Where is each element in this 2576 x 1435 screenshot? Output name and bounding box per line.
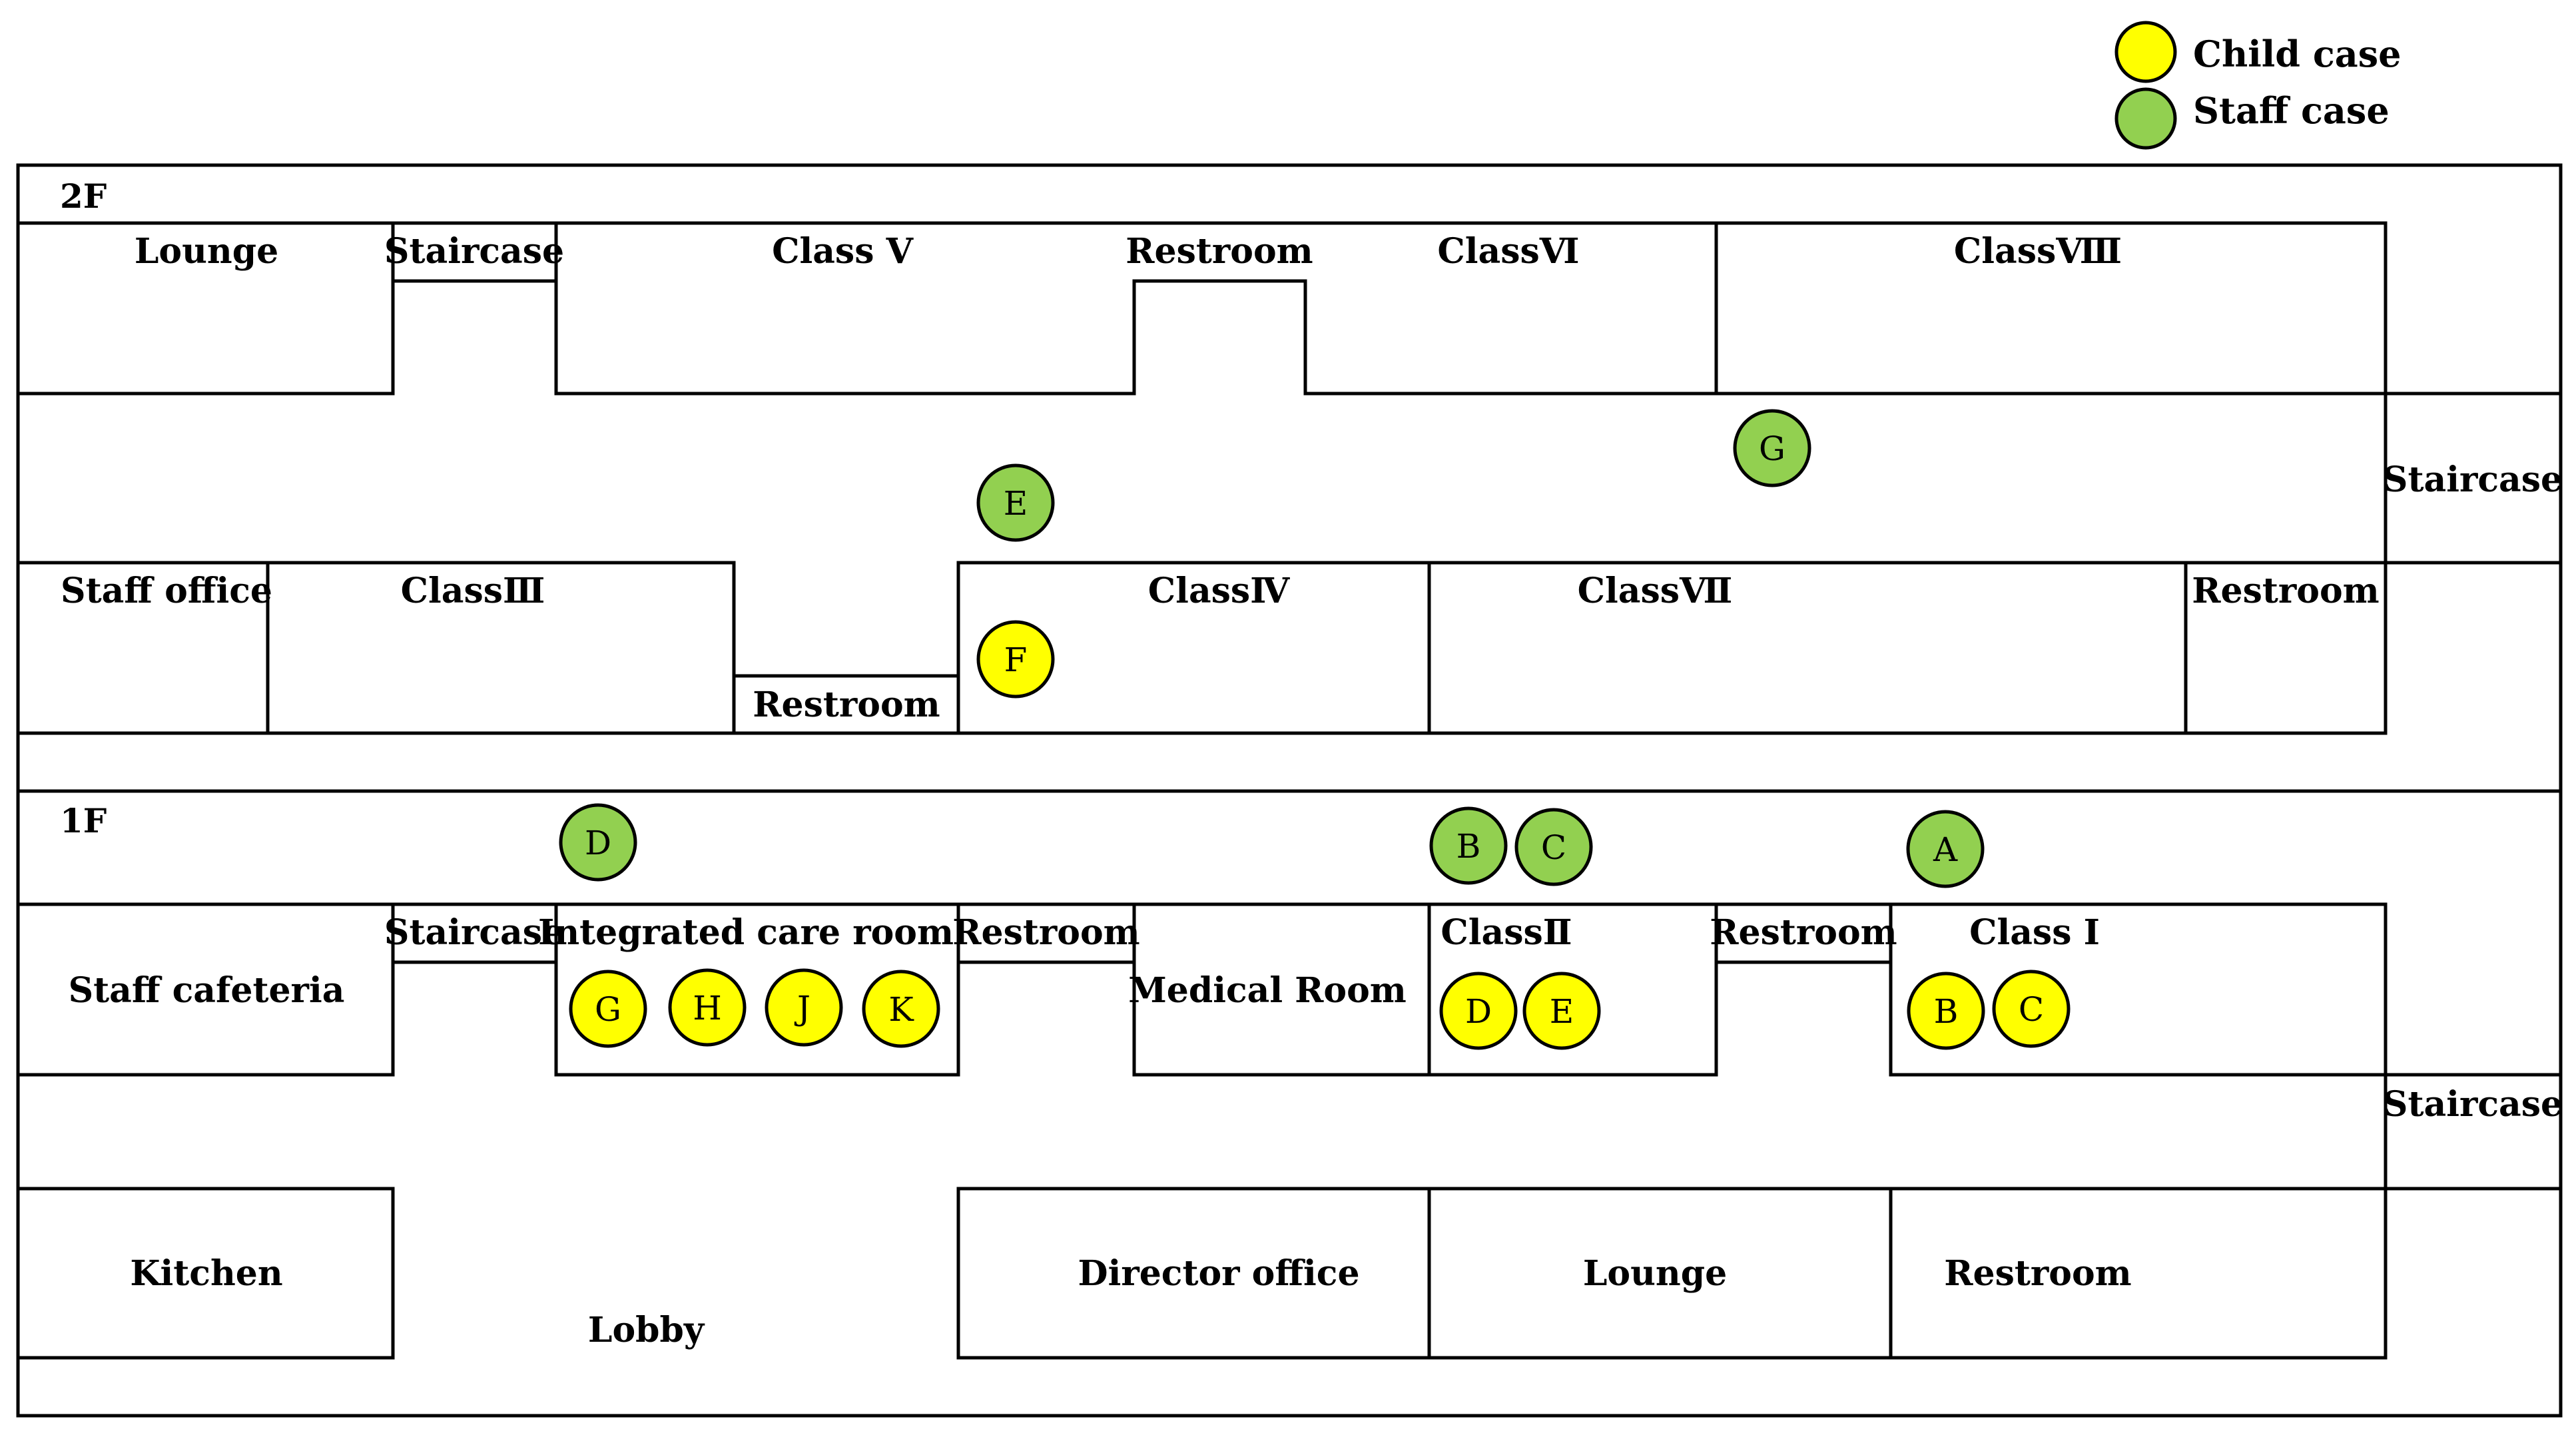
child-case-marker: D [1439, 972, 1518, 1050]
svg-text:C: C [2019, 990, 2044, 1029]
svg-text:B: B [1934, 992, 1959, 1031]
child-case-marker: C [1992, 970, 2071, 1048]
child-case-marker: B [1907, 972, 1985, 1050]
staff-case-marker: B [1429, 806, 1508, 885]
label-1f-kitchen: Kitchen [130, 1253, 282, 1294]
label-1f-restroom-c: Restroom [1944, 1253, 2131, 1294]
svg-text:C: C [1541, 828, 1566, 867]
label-1f-lounge: Lounge [1583, 1253, 1727, 1294]
label-2f-staircase-right: Staircase [2383, 459, 2563, 500]
legend-staff-label: Staff case [2193, 89, 2390, 132]
svg-text:E: E [1004, 484, 1028, 523]
label-2f-staff-office: Staff office [61, 571, 272, 611]
staff-case-marker: E [976, 463, 1055, 542]
label-2f-class7: ClassⅦ [1578, 571, 1733, 611]
label-2f-class3: ClassⅢ [401, 571, 545, 611]
legend-staff-swatch [2114, 87, 2177, 150]
label-1f-restroom-a: Restroom [952, 912, 1139, 953]
svg-text:E: E [1550, 992, 1574, 1031]
floor-1-outline [16, 789, 2563, 1418]
label-2f-staircase-top: Staircase [384, 231, 564, 272]
room-1f-staff-cafeteria [16, 902, 395, 1077]
label-1f-staircase-left: Staircase [384, 912, 564, 953]
label-1f-class2: ClassⅡ [1441, 912, 1572, 953]
label-1f-integrated-care: Integrated care room [538, 912, 954, 953]
legend-child-swatch [2114, 21, 2177, 83]
room-1f-class1 [1889, 902, 2388, 1077]
label-2f-class6: ClassⅥ [1437, 231, 1579, 272]
label-2f-restroom-top: Restroom [1126, 231, 1313, 272]
room-2f-lounge [16, 221, 395, 396]
staff-case-marker: A [1906, 810, 1985, 888]
label-1f-staff-cafeteria: Staff cafeteria [69, 970, 345, 1011]
child-case-marker: K [862, 970, 940, 1048]
room-1f-kitchen [16, 1187, 395, 1360]
svg-text:G: G [1759, 430, 1785, 468]
room-1f-integrated-care [554, 902, 960, 1077]
label-1f-director-office: Director office [1078, 1253, 1359, 1294]
legend: Child case Staff case [2114, 21, 2401, 150]
label-2f-restroom-right: Restroom [2192, 571, 2379, 611]
svg-text:B: B [1456, 827, 1481, 866]
svg-text:D: D [585, 824, 611, 862]
room-2f-class7 [1427, 561, 2188, 735]
label-1f-class1: Class Ⅰ [1969, 912, 2100, 953]
room-1f-restroom-c [1889, 1187, 2388, 1360]
room-1f-class2 [1427, 902, 1718, 1077]
staff-case-marker: D [559, 803, 637, 882]
label-1f-lobby: Lobby [588, 1310, 705, 1350]
svg-text:D: D [1465, 992, 1492, 1031]
svg-text:G: G [595, 990, 621, 1029]
staff-case-marker: G [1733, 409, 1811, 487]
staff-case-marker: C [1514, 808, 1593, 886]
label-1f-staircase-right: Staircase [2383, 1084, 2563, 1125]
label-1f-medical-room: Medical Room [1128, 970, 1407, 1011]
label-1f-restroom-b: Restroom [1710, 912, 1897, 953]
label-2f-restroom-mid: Restroom [753, 685, 940, 725]
svg-text:J: J [794, 989, 810, 1027]
floor-2-title: 2F [60, 176, 107, 216]
svg-text:K: K [888, 990, 914, 1029]
room-2f-restroom-right [2184, 561, 2388, 735]
label-2f-class5: Class Ⅴ [772, 231, 914, 272]
svg-text:A: A [1933, 830, 1958, 869]
child-case-marker: J [765, 968, 843, 1047]
child-case-marker: G [569, 970, 647, 1048]
room-2f-class8 [1714, 221, 2388, 396]
room-2f-class3 [266, 561, 736, 735]
label-2f-lounge: Lounge [135, 231, 278, 272]
label-2f-class4: ClassⅣ [1148, 571, 1290, 611]
svg-text:H: H [693, 989, 722, 1027]
child-case-marker: E [1522, 972, 1601, 1050]
child-case-marker: H [668, 968, 747, 1047]
legend-child-label: Child case [2193, 33, 2401, 75]
label-2f-class8: ClassⅧ [1954, 231, 2122, 272]
svg-text:F: F [1004, 641, 1028, 679]
floor-1-title: 1F [60, 801, 107, 840]
child-case-marker: F [976, 620, 1055, 699]
